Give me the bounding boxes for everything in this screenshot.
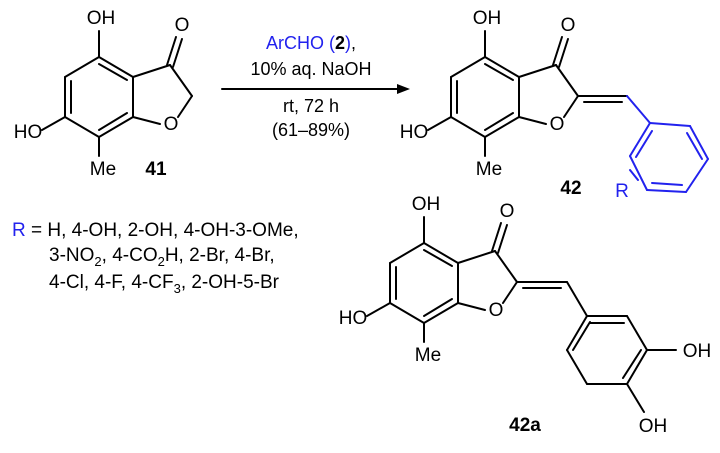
reactant-bonds xyxy=(41,30,193,157)
product-ho-label: HO xyxy=(400,122,429,143)
product-42: OH O O HO Me R 42 xyxy=(400,8,709,202)
example-oh-top-label: OH xyxy=(412,194,441,215)
product-compound-number: 42 xyxy=(560,178,581,199)
r-definition-line-2: 3-NO2, 4-CO2H, 2-Br, 4-Br, xyxy=(49,245,275,269)
product-bonds xyxy=(427,30,628,157)
product-me-label: Me xyxy=(476,159,502,180)
example-oxo-label: O xyxy=(500,201,515,222)
r-definition-line-3: 4-Cl, 4-F, 4-CF3, 2-OH-5-Br xyxy=(49,272,280,296)
r-symbol: R xyxy=(12,220,26,241)
product-aryl-ring xyxy=(626,95,709,193)
reactant-41: OH O O HO Me 41 xyxy=(14,8,193,180)
example-me-label: Me xyxy=(415,345,441,366)
example-ring-o-label: O xyxy=(489,300,504,321)
reaction-arrow-group: ArCHO (2), 10% aq. NaOH rt, 72 h (61–89%… xyxy=(221,33,410,140)
example-42a: OH O O HO Me OH OH 42a xyxy=(339,194,712,437)
example-bonds xyxy=(366,216,677,413)
r-definition-line-1: R = H, 4-OH, 2-OH, 4-OH-3-OMe, xyxy=(12,220,299,241)
r-substituent-definition: R = H, 4-OH, 2-OH, 4-OH-3-OMe, 3-NO2, 4-… xyxy=(12,220,299,296)
product-oxo-label: O xyxy=(561,15,576,36)
yield-range: (61–89%) xyxy=(272,120,350,140)
reactant-ho-label: HO xyxy=(14,122,43,143)
reactant-oxo-label: O xyxy=(175,15,190,36)
product-r-group-label: R xyxy=(615,181,629,202)
reactant-me-label: Me xyxy=(90,159,116,180)
example-oh-para-label: OH xyxy=(639,416,668,437)
product-ring-o-label: O xyxy=(550,114,565,135)
reactant-compound-number: 41 xyxy=(145,159,167,180)
reactant-ring-o-label: O xyxy=(164,114,179,135)
reagent-line: ArCHO (2), xyxy=(266,33,356,53)
example-oh-meta-label: OH xyxy=(683,341,712,362)
example-compound-number: 42a xyxy=(509,415,541,436)
reaction-arrowhead xyxy=(397,84,410,94)
example-ho-label: HO xyxy=(339,308,368,329)
reactant-oh-top-label: OH xyxy=(87,8,116,29)
product-oh-top-label: OH xyxy=(473,8,502,29)
time-condition: rt, 72 h xyxy=(283,96,339,116)
reagent-name: ArCHO xyxy=(266,33,324,53)
reagent-ref: 2 xyxy=(335,33,345,53)
base-condition: 10% aq. NaOH xyxy=(250,59,371,79)
